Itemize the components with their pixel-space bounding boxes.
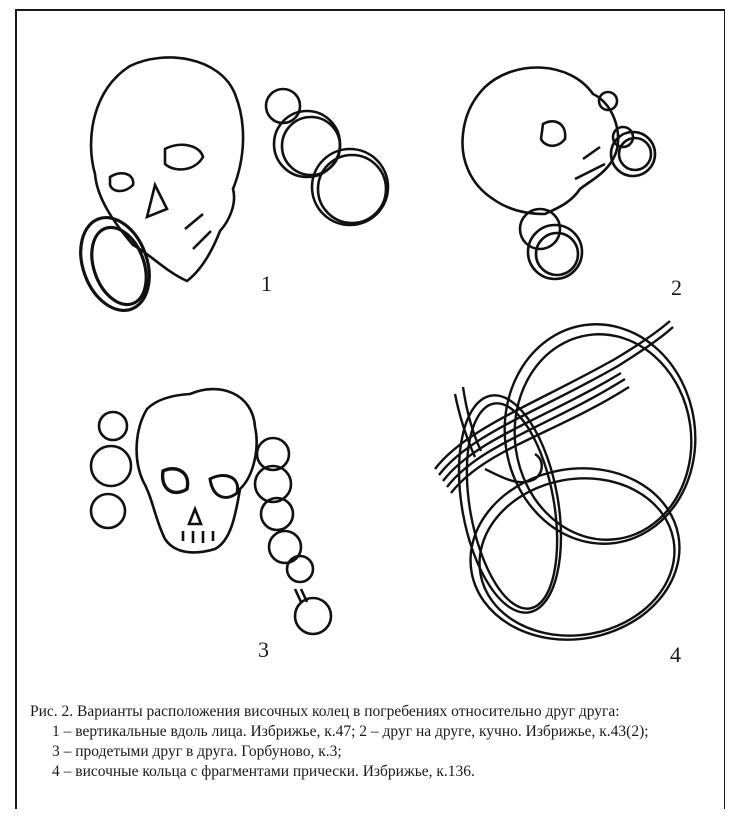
panel-number-1: 1 xyxy=(261,273,272,295)
caption-line: 1 – вертикальные вдоль лица. Избрижье, к… xyxy=(30,722,720,742)
panel-2-drawing xyxy=(462,68,655,279)
panel-number-2: 2 xyxy=(671,277,682,299)
panel-number-4: 4 xyxy=(670,644,681,666)
figure-caption: Рис. 2. Варианты расположения височных к… xyxy=(30,702,720,782)
caption-title: Рис. 2. Варианты расположения височных к… xyxy=(30,702,720,722)
caption-line: 4 – височные кольца с фрагментами причес… xyxy=(30,762,720,782)
figure-drawing xyxy=(15,9,725,699)
panel-3-drawing xyxy=(91,389,331,634)
figure-illustration: 1 2 3 4 xyxy=(15,9,725,699)
panel-1-drawing xyxy=(69,57,388,320)
caption-line: 3 – продетыми друг в друга. Горбуново, к… xyxy=(30,742,720,762)
panel-number-3: 3 xyxy=(258,639,269,661)
panel-4-drawing xyxy=(435,312,709,656)
